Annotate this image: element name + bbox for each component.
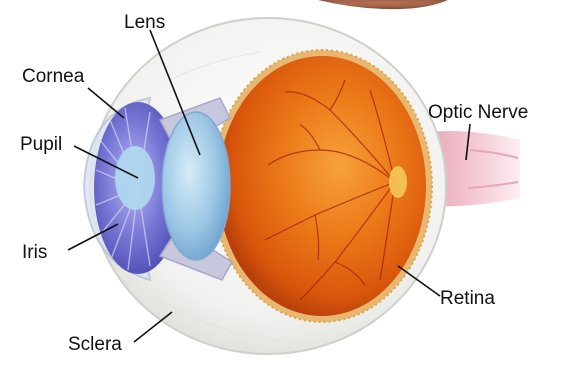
sclera-leader — [134, 312, 172, 342]
label-pupil: Pupil — [20, 134, 62, 155]
pupil-shape — [115, 146, 155, 210]
label-retina: Retina — [440, 288, 495, 309]
label-sclera: Sclera — [68, 334, 122, 355]
label-optic-nerve: Optic Nerve — [428, 102, 528, 123]
label-cornea: Cornea — [22, 66, 85, 87]
label-iris: Iris — [22, 242, 47, 263]
label-lens: Lens — [124, 12, 165, 33]
lens-shape — [162, 112, 230, 260]
